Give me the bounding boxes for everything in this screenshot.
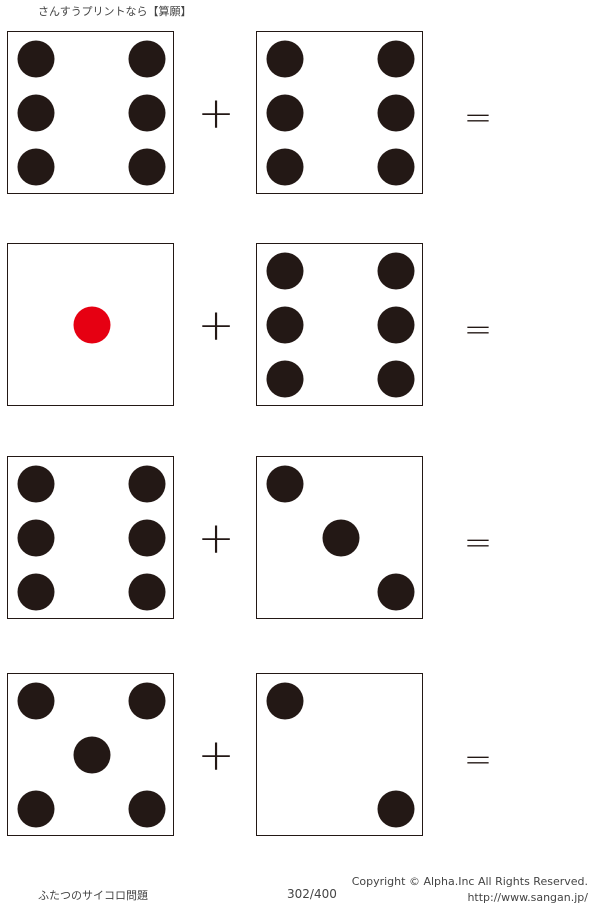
die-pip bbox=[266, 465, 304, 503]
die-pip bbox=[17, 519, 55, 557]
die-pip bbox=[266, 360, 304, 398]
problem-row: += bbox=[0, 243, 600, 406]
worksheet-name: ふたつのサイコロ問題 bbox=[38, 889, 148, 902]
die-pip bbox=[17, 94, 55, 132]
die-pip bbox=[377, 94, 415, 132]
problem-row: += bbox=[0, 31, 600, 194]
die-pip bbox=[377, 360, 415, 398]
die-pip bbox=[128, 94, 166, 132]
die-pip bbox=[128, 465, 166, 503]
problem-row: += bbox=[0, 456, 600, 619]
die-pip bbox=[266, 40, 304, 78]
page-number: 302/400 bbox=[287, 887, 337, 901]
plus-sign: + bbox=[197, 513, 235, 564]
die-pip bbox=[377, 573, 415, 611]
die-pip bbox=[128, 573, 166, 611]
die-pip bbox=[128, 40, 166, 78]
equals-sign: = bbox=[463, 98, 493, 138]
plus-sign: + bbox=[197, 88, 235, 139]
die-pip bbox=[128, 148, 166, 186]
die-pip bbox=[377, 790, 415, 828]
die-pip bbox=[266, 252, 304, 290]
die-right bbox=[256, 31, 423, 194]
die-pip bbox=[266, 94, 304, 132]
worksheet-header: さんすうプリントなら【算願】 bbox=[38, 5, 192, 18]
die-pip bbox=[17, 682, 55, 720]
die-left bbox=[7, 31, 174, 194]
die-pip bbox=[73, 306, 111, 344]
die-pip bbox=[377, 306, 415, 344]
die-pip bbox=[266, 682, 304, 720]
die-right bbox=[256, 243, 423, 406]
die-pip bbox=[377, 40, 415, 78]
die-left bbox=[7, 673, 174, 836]
die-left bbox=[7, 456, 174, 619]
equals-sign: = bbox=[463, 310, 493, 350]
die-pip bbox=[266, 148, 304, 186]
die-right bbox=[256, 456, 423, 619]
die-pip bbox=[266, 306, 304, 344]
die-pip bbox=[322, 519, 360, 557]
equals-sign: = bbox=[463, 523, 493, 563]
die-pip bbox=[377, 252, 415, 290]
plus-sign: + bbox=[197, 300, 235, 351]
die-pip bbox=[128, 682, 166, 720]
equals-sign: = bbox=[463, 740, 493, 780]
die-pip bbox=[128, 519, 166, 557]
plus-sign: + bbox=[197, 730, 235, 781]
copyright: Copyright © Alpha.Inc All Rights Reserve… bbox=[351, 875, 588, 888]
die-pip bbox=[17, 148, 55, 186]
die-pip bbox=[17, 573, 55, 611]
die-pip bbox=[73, 736, 111, 774]
die-right bbox=[256, 673, 423, 836]
problem-row: += bbox=[0, 673, 600, 836]
die-pip bbox=[17, 465, 55, 503]
site-url: http://www.sangan.jp/ bbox=[467, 891, 588, 904]
die-pip bbox=[17, 790, 55, 828]
die-left bbox=[7, 243, 174, 406]
die-pip bbox=[17, 40, 55, 78]
die-pip bbox=[377, 148, 415, 186]
die-pip bbox=[128, 790, 166, 828]
